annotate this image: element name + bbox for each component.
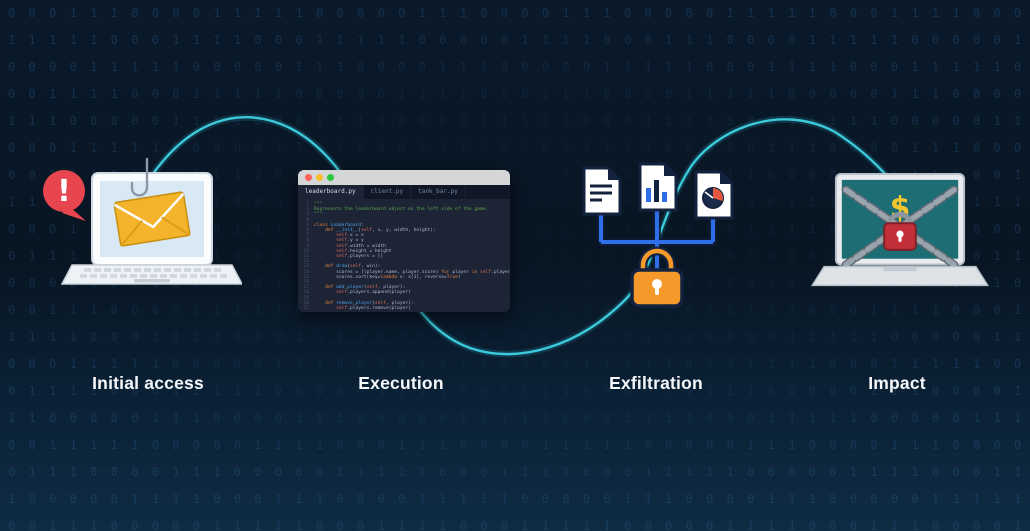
window-close-icon (305, 174, 312, 181)
fishing-hook-icon (130, 157, 149, 197)
connector-wave-glow (147, 113, 895, 358)
code-line: 13 def draw(self, win): (303, 264, 381, 270)
editor-tab: client.py (364, 185, 412, 199)
code-line: 20 def remove_player(self, player): (303, 300, 414, 306)
editor-titlebar (298, 170, 510, 185)
warning-badge-icon: ! (43, 170, 86, 221)
exfiltration-illustration (582, 162, 734, 308)
binary-column: 0 0 1 0 0 1 0 0 1 0 1 0 0 1 0 1 1 0 1 0 (623, 6, 632, 531)
editor-tab: leaderboard.py (298, 185, 364, 199)
code-line: 18 self.players.append(player) (303, 290, 411, 296)
binary-column: 0 1 0 0 1 0 1 1 0 1 0 0 1 0 1 1 0 1 0 1 (521, 6, 529, 531)
stage-exfiltration (572, 162, 742, 312)
code-line: 8 self.y = y (306, 238, 364, 244)
email-envelope-icon (113, 191, 191, 247)
window-zoom-icon (327, 174, 334, 181)
binary-column: 0 0 1 0 1 0 0 1 0 1 1 0 1 0 0 1 0 1 1 0 (993, 6, 1001, 531)
code-line: 6 def __init__(self, x, y, width, height… (306, 228, 436, 234)
stage-label-impact: Impact (868, 373, 926, 393)
binary-column: 1 0 1 0 0 1 0 1 0 0 1 0 0 1 0 0 0 0 1 0 (952, 6, 960, 531)
code-line: 11 self.players = [] (303, 254, 384, 260)
code-line: 15 scores.sort(key=lambda x: x[1], rever… (303, 274, 461, 280)
binary-column: 1 0 1 0 1 1 0 1 1 0 1 1 1 1 0 1 1 0 1 1 (788, 6, 796, 531)
binary-column: 0 1 1 1 1 0 1 1 0 1 1 0 1 0 1 1 0 1 0 0 (685, 6, 693, 531)
binary-column: 1 1 0 1 0 1 1 0 1 1 0 1 1 1 1 0 1 1 0 1 (69, 6, 77, 531)
code-line: 16 (303, 280, 309, 286)
bar-chart-document-icon (638, 162, 678, 212)
binary-column: 1 0 0 1 0 1 0 0 1 0 1 1 0 1 0 0 1 0 1 1 (274, 6, 283, 531)
touchpad (134, 279, 170, 283)
code-line: 10 self.height = height (303, 248, 392, 254)
code-line: 3""" (306, 212, 323, 218)
binary-column: 1 1 0 1 1 1 1 0 1 1 0 1 1 0 1 0 1 1 0 1 (562, 6, 570, 531)
stage-label-initial-access: Initial access (92, 373, 204, 393)
laptop-keyboard-base (810, 265, 990, 287)
stage-initial-access: ! (42, 156, 244, 308)
binary-column: 0 1 0 0 1 0 0 1 0 1 0 0 1 0 1 1 0 1 0 0 (28, 6, 36, 531)
stage-impact: $ (805, 172, 995, 310)
binary-column: 1 1 1 0 1 1 0 1 1 0 1 0 1 1 0 1 0 0 1 0 (808, 6, 816, 531)
code-line: 7 self.x = x (306, 233, 364, 239)
stage-label-exfiltration: Exfiltration (609, 373, 703, 393)
phishing-laptop-illustration: ! (43, 157, 244, 285)
connector-lines (599, 210, 715, 270)
ransomware-laptop-illustration: $ (810, 172, 990, 287)
text-document-icon (582, 166, 622, 216)
code-line: 12 (303, 259, 309, 265)
padlock-icon (630, 246, 684, 308)
code-line: 21 self.players.remove(player) (303, 306, 411, 312)
pie-chart-document-icon (694, 170, 734, 220)
laptop-hinge (883, 266, 917, 272)
connector-wave-line (149, 116, 893, 356)
binary-column: 0 1 0 0 1 0 1 1 0 1 0 1 1 0 1 1 0 1 1 1 (1014, 6, 1022, 531)
code-line: 17 def add_player(self, player): (303, 285, 406, 291)
code-line: 14 scores = [(player.name, player.score)… (303, 269, 510, 275)
editor-tab: tank_bar.py (411, 185, 466, 199)
stage-label-execution: Execution (358, 373, 444, 393)
code-line: 19 (303, 295, 309, 301)
window-minimize-icon (316, 174, 323, 181)
binary-column: 0 1 0 1 1 0 1 0 1 1 0 1 1 0 1 1 1 1 0 1 (541, 6, 550, 531)
binary-column: 1 0 1 1 0 1 0 0 1 0 1 1 0 1 0 1 1 0 1 1 (767, 6, 775, 531)
binary-column: 1 0 0 1 0 0 0 0 1 0 0 1 0 0 1 0 1 0 0 1 (254, 6, 262, 531)
binary-column: 0 0 1 0 0 0 0 1 0 0 1 0 0 1 0 1 0 0 1 0 (972, 6, 981, 531)
code-line: 4 (306, 217, 309, 223)
binary-column: 0 1 0 0 1 0 0 1 0 0 0 0 1 0 0 1 0 0 1 0 (8, 6, 16, 531)
binary-column: 1 0 0 1 0 0 1 0 1 0 0 1 0 1 1 0 1 0 0 1 (747, 6, 755, 531)
code-line: 9 self.width = width (306, 243, 386, 249)
binary-column: 1 1 0 1 0 1 1 0 1 0 0 1 0 1 0 0 1 0 0 1 (582, 6, 591, 531)
code-line: 1""" (306, 202, 323, 207)
ransom-padlock-icon (883, 212, 917, 251)
warning-exclamation: ! (57, 174, 71, 209)
